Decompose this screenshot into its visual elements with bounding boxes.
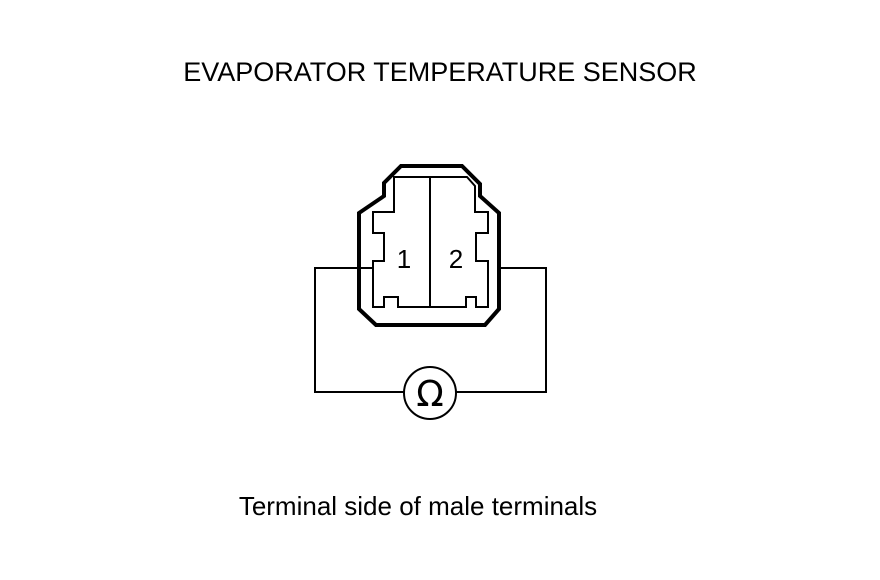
ohm-symbol: Ω <box>416 374 444 415</box>
diagram-caption: Terminal side of male terminals <box>238 491 598 521</box>
lead-pin-2 <box>456 267 547 393</box>
diagram-title: EVAPORATOR TEMPERATURE SENSOR <box>183 57 697 87</box>
connector-outer-shell <box>357 164 501 327</box>
lead-pin-1 <box>314 267 404 393</box>
connector-housing <box>357 164 501 327</box>
test-leads <box>314 267 547 393</box>
ohmmeter-circle <box>403 366 457 420</box>
ohmmeter-icon: Ω <box>403 366 457 420</box>
connector-inner-outline <box>372 176 489 308</box>
pin-1-label: 1 <box>397 244 411 274</box>
pin-2-label: 2 <box>449 244 463 274</box>
